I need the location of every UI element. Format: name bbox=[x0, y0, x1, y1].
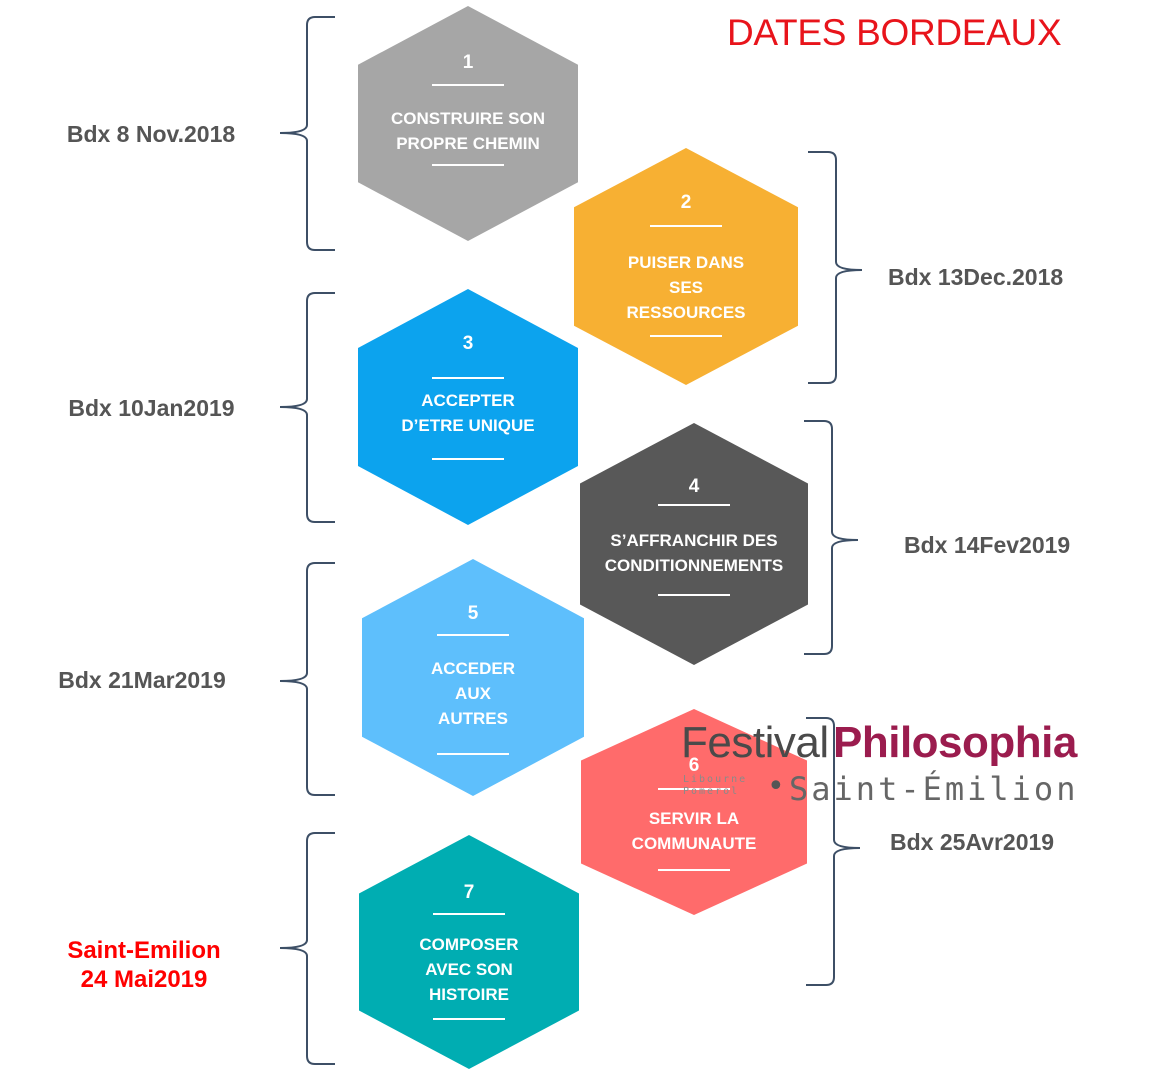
session-date-label: Bdx 8 Nov.2018 bbox=[66, 121, 236, 147]
final-event-label: Saint-Emilion 24 Mai2019 bbox=[67, 937, 221, 993]
hexagon-step-2 bbox=[574, 148, 798, 385]
hexagon-step-4 bbox=[580, 423, 808, 665]
date-bracket bbox=[808, 151, 863, 384]
step-number: 3 bbox=[462, 333, 474, 354]
festival-philosophia-logo: Festival Philosophia Libourne Pomerol • … bbox=[681, 718, 1121, 808]
step-number: 2 bbox=[680, 192, 692, 213]
hexagon-step-7 bbox=[359, 835, 579, 1069]
date-bracket bbox=[279, 562, 335, 796]
step-number: 4 bbox=[688, 476, 700, 497]
step-number: 6 bbox=[688, 755, 700, 776]
logo-festival-text: Festival bbox=[681, 718, 829, 767]
hexagon-step-1 bbox=[358, 6, 578, 241]
session-date-label: Bdx 25Avr2019 bbox=[890, 829, 1055, 855]
step-number: 7 bbox=[463, 882, 475, 903]
step-label: ACCEPTER D’ETRE UNIQUE bbox=[401, 391, 535, 435]
logo-saint-emilion-text: Saint-Émilion bbox=[789, 770, 1079, 808]
hexagon-step-6 bbox=[581, 709, 807, 915]
date-bracket bbox=[806, 717, 861, 986]
step-label: SERVIR LA COMMUNAUTE bbox=[631, 809, 757, 853]
session-date-label: Bdx 14Fev2019 bbox=[904, 532, 1071, 558]
logo-pomerol-text: Pomerol bbox=[683, 786, 740, 797]
logo-subtitle: Libourne Pomerol • Saint-Émilion bbox=[681, 769, 1121, 808]
logo-philosophia-text: Philosophia bbox=[833, 718, 1077, 767]
page-title: DATES BORDEAUX bbox=[727, 12, 1062, 53]
step-number: 1 bbox=[462, 52, 474, 73]
logo-libourne-text: Libourne bbox=[683, 774, 748, 785]
step-label: CONSTRUIRE SON PROPRE CHEMIN bbox=[391, 109, 545, 153]
step-label: COMPOSER AVEC SON HISTOIRE bbox=[419, 935, 519, 1004]
step-number: 5 bbox=[467, 603, 479, 624]
hexagon-step-3 bbox=[358, 289, 578, 525]
session-date-label: Bdx 21Mar2019 bbox=[58, 667, 226, 693]
logo-bullet-dot: • bbox=[767, 769, 785, 804]
hexagon-step-5 bbox=[362, 559, 584, 796]
step-label: S’AFFRANCHIR DES CONDITIONNEMENTS bbox=[604, 531, 784, 575]
date-bracket bbox=[279, 832, 335, 1065]
date-bracket bbox=[279, 292, 335, 523]
step-label: PUISER DANS SES RESSOURCES bbox=[626, 253, 746, 322]
session-date-label: Bdx 10Jan2019 bbox=[68, 395, 235, 421]
date-bracket bbox=[804, 420, 859, 655]
date-bracket bbox=[279, 16, 335, 251]
session-date-label: Bdx 13Dec.2018 bbox=[888, 264, 1064, 290]
step-label: ACCEDER AUX AUTRES bbox=[430, 659, 516, 728]
